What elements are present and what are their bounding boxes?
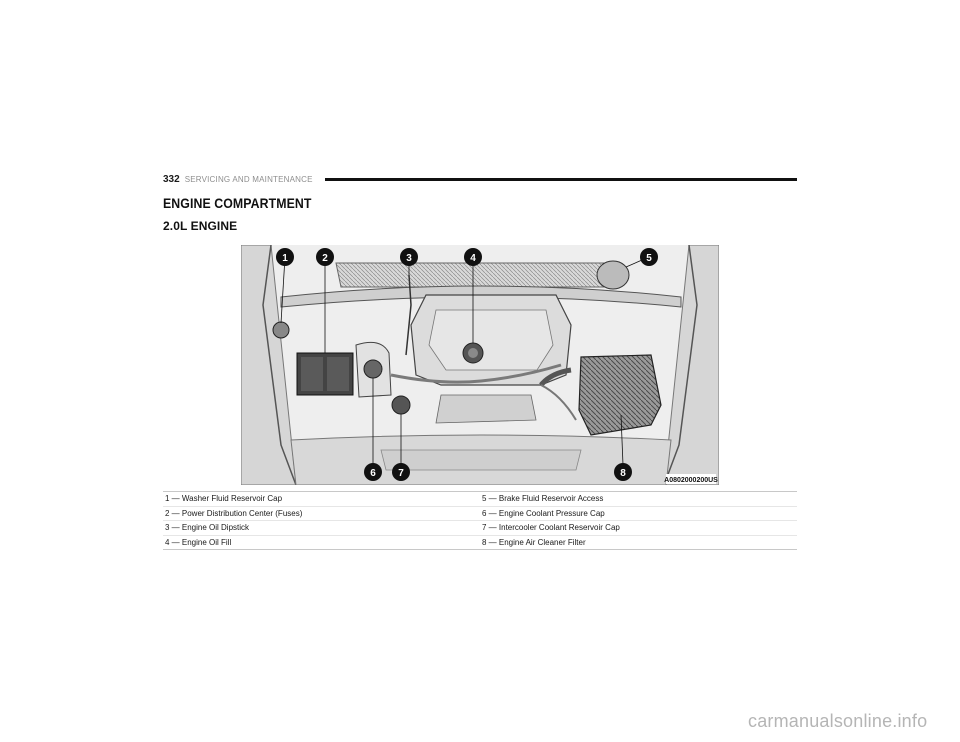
engine-compartment-figure: 1 2 3 4 5 6 7 8 A0802000200US — [241, 245, 719, 485]
engine-illustration: 1 2 3 4 5 6 7 8 A0802000200US — [241, 245, 719, 485]
callout-markers — [276, 248, 658, 481]
coolant-pressure-cap — [363, 359, 383, 379]
air-cleaner — [578, 354, 662, 436]
callout-3-label: 3 — [406, 253, 412, 264]
callout-2 — [316, 248, 334, 266]
callout-3 — [400, 248, 418, 266]
legend-item: 3 — Engine Oil Dipstick — [165, 523, 250, 532]
callout-8-label: 8 — [620, 468, 626, 479]
callout-6-label: 6 — [370, 468, 376, 479]
intercooler-cap — [391, 395, 411, 415]
callout-8 — [614, 463, 632, 481]
legend-row: 2 — Power Distribution Center (Fuses) 6 … — [163, 507, 797, 521]
callout-4 — [464, 248, 482, 266]
page-number: 332 — [163, 173, 180, 185]
legend-row: 3 — Engine Oil Dipstick 7 — Intercooler … — [163, 521, 797, 536]
callout-1 — [276, 248, 294, 266]
callout-4-label: 4 — [470, 253, 476, 264]
callout-7 — [392, 463, 410, 481]
legend-item: 7 — Intercooler Coolant Reservoir Cap — [482, 523, 620, 532]
page-title: ENGINE COMPARTMENT — [163, 195, 312, 211]
watermark: carmanualsonline.info — [748, 711, 928, 731]
legend-item: 2 — Power Distribution Center (Fuses) — [165, 508, 303, 518]
callout-6 — [364, 463, 382, 481]
page-subtitle: 2.0L ENGINE — [163, 219, 238, 233]
figure-code: A0802000200US — [664, 477, 718, 484]
cowl-grille — [335, 262, 622, 288]
right-fender — [663, 245, 719, 485]
legend-item: 1 — Washer Fluid Reservoir Cap — [165, 494, 283, 503]
callout-2-label: 2 — [322, 253, 328, 264]
oil-dipstick — [405, 274, 412, 356]
header-rule — [324, 177, 797, 181]
legend-item: 5 — Brake Fluid Reservoir Access — [482, 494, 604, 503]
figure-legend: 1 — Washer Fluid Reservoir Cap 5 — Brake… — [163, 491, 797, 550]
left-fender — [241, 245, 297, 485]
brake-fluid-reservoir — [596, 260, 630, 290]
callout-5 — [640, 248, 658, 266]
washer-fluid-cap — [272, 321, 290, 339]
legend-row: 1 — Washer Fluid Reservoir Cap 5 — Brake… — [163, 492, 797, 507]
page-header: 332 SERVICING AND MAINTENANCE — [163, 171, 797, 187]
legend-item: 4 — Engine Oil Fill — [165, 537, 232, 547]
callout-numbers: 1 2 3 4 5 6 7 8 — [282, 253, 652, 479]
callout-1-label: 1 — [282, 253, 288, 264]
callout-7-label: 7 — [398, 468, 404, 479]
legend-item: 6 — Engine Coolant Pressure Cap — [482, 508, 605, 518]
legend-row: 4 — Engine Oil Fill 8 — Engine Air Clean… — [163, 536, 797, 550]
section-name: SERVICING AND MAINTENANCE — [184, 174, 313, 184]
legend-item: 8 — Engine Air Cleaner Filter — [482, 537, 586, 547]
callout-5-label: 5 — [646, 253, 652, 264]
